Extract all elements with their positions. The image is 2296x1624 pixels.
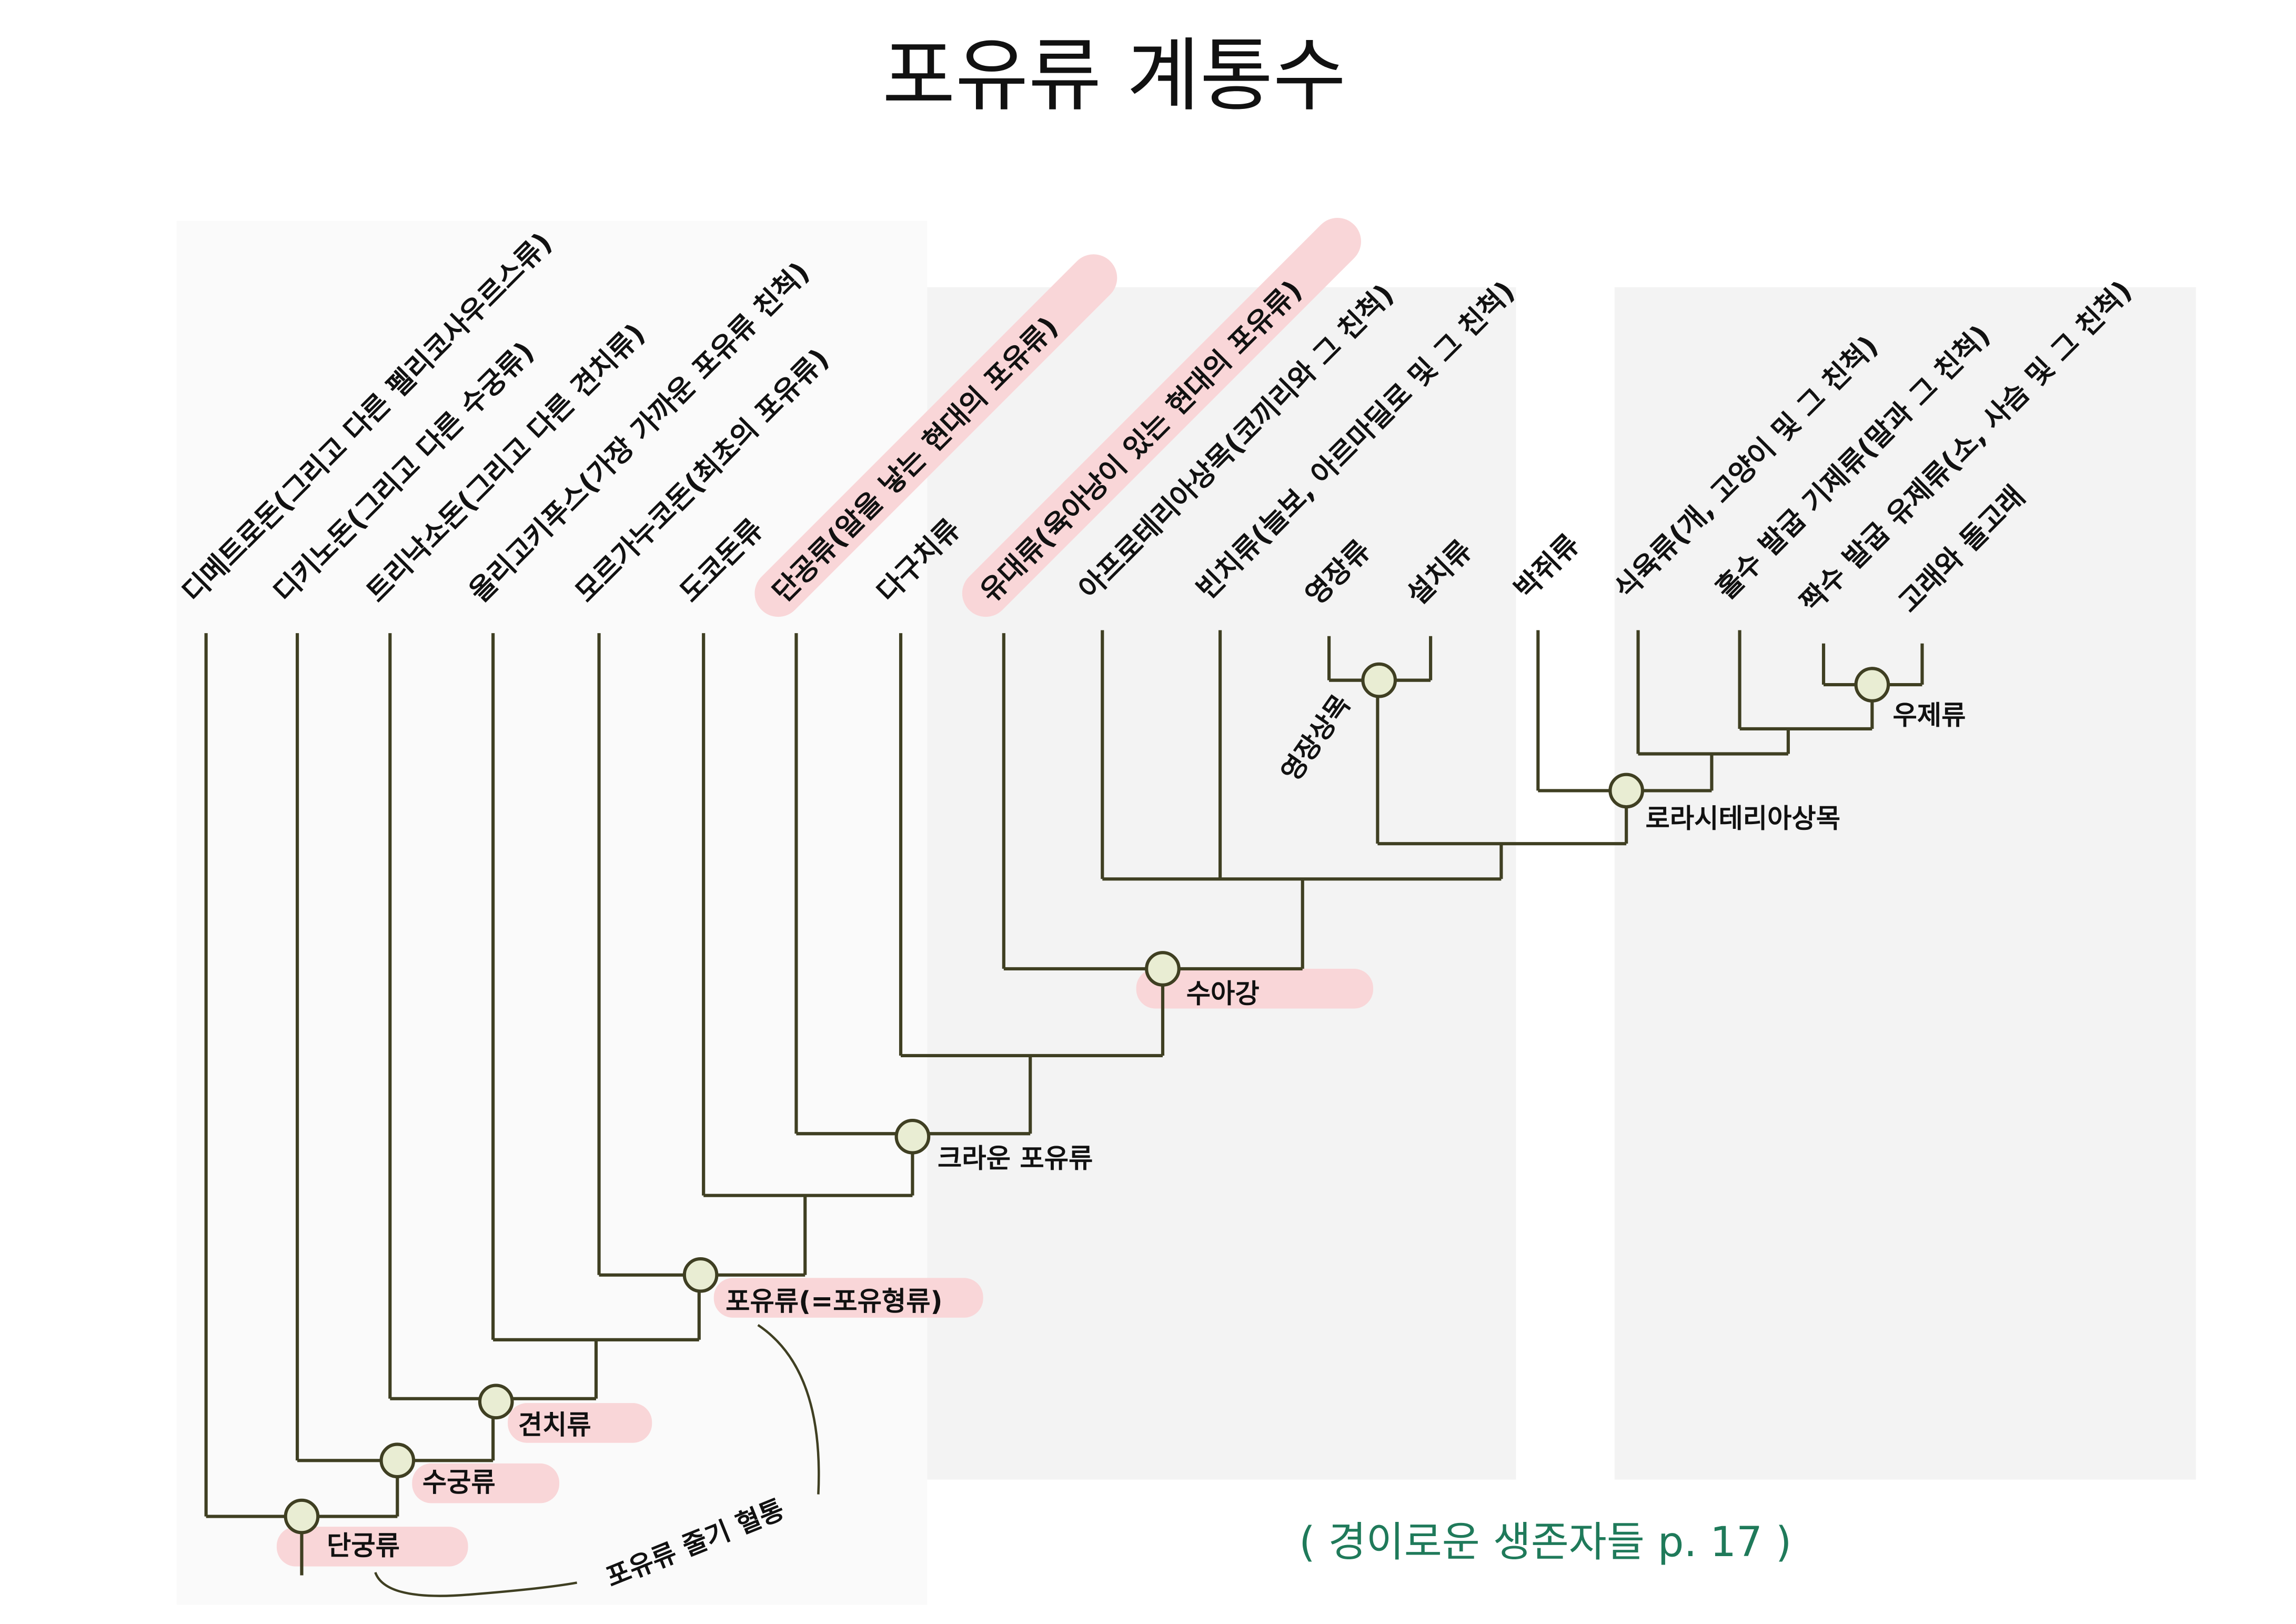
node-highlight xyxy=(713,1278,983,1318)
node-highlight xyxy=(276,1527,468,1567)
clade-node xyxy=(284,1498,320,1535)
stem-lineage-bracket-right xyxy=(757,1324,820,1495)
clade-node xyxy=(379,1442,416,1479)
panel-left xyxy=(176,220,928,1605)
node-label-mammaliaformes: 포유류(=포유형류) xyxy=(726,1286,942,1317)
node-label-cynodonts: 견치류 xyxy=(518,1409,591,1440)
node-highlight xyxy=(412,1463,560,1503)
leaf-label-bats: 박쥐류 xyxy=(1508,528,1586,606)
panel-right xyxy=(1614,287,2196,1480)
leaf-label-group: 박쥐류 xyxy=(1508,528,1586,606)
node-label-therapsids: 수궁류 xyxy=(422,1467,496,1498)
node-label-synapsids: 단궁류 xyxy=(327,1530,400,1561)
clade-node xyxy=(682,1257,719,1293)
node-label-laurasiatheria: 로라시테리아상목 xyxy=(1646,803,1841,834)
node-label-theria: 수아강 xyxy=(1186,978,1260,1009)
clade-node xyxy=(1608,773,1645,809)
clade-node xyxy=(478,1384,514,1420)
clade-node xyxy=(1361,662,1397,698)
clade-node xyxy=(1145,951,1181,987)
stem-lineage-bracket-left xyxy=(374,1572,577,1597)
page-title: 포유류 계통수 xyxy=(882,29,1346,122)
citation: ( 경이로운 생존자들 p. 17 ) xyxy=(1299,1518,1791,1566)
node-label-cetartiodactyla: 우제류 xyxy=(1893,700,1966,731)
node-label-crown: 크라운 포유류 xyxy=(938,1143,1093,1174)
leaf-highlight xyxy=(754,254,1117,617)
panel-middle xyxy=(927,287,1516,1480)
node-highlight xyxy=(1136,968,1374,1009)
clade-node xyxy=(1854,667,1890,703)
clade-node xyxy=(894,1118,931,1155)
node-highlight xyxy=(508,1403,652,1443)
leaf-highlight xyxy=(962,218,1361,617)
